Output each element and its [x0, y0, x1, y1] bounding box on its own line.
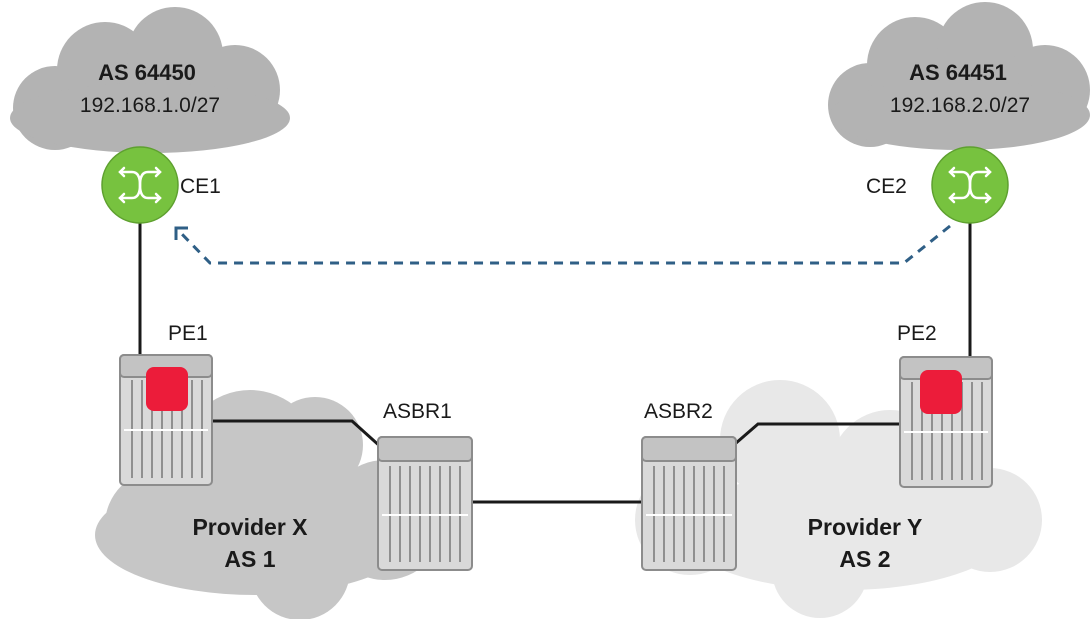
asbr2-label: ASBR2 — [644, 400, 713, 423]
site-left-label: AS 64450 192.168.1.0/27 — [80, 60, 220, 117]
site-cloud-left — [10, 7, 290, 153]
site-left-prefix: 192.168.1.0/27 — [80, 94, 220, 117]
site-right-label: AS 64451 192.168.2.0/27 — [890, 60, 1030, 117]
router-icon — [119, 354, 213, 486]
pe1-label: PE1 — [168, 322, 208, 345]
pe2-label: PE2 — [897, 322, 937, 345]
switch-icon — [101, 146, 179, 224]
site-cloud-right — [828, 2, 1090, 150]
provider-y-label: Provider Y AS 2 — [808, 514, 923, 572]
asbr1-router — [377, 436, 473, 571]
router-icon — [641, 436, 737, 571]
link-pe1-asbr1 — [212, 419, 384, 450]
router-icon — [377, 436, 473, 571]
provider-x-name: Provider X — [192, 514, 308, 540]
provider-x-label: Provider X AS 1 — [192, 514, 308, 572]
provider-y-as: AS 2 — [839, 546, 890, 572]
asbr1-label: ASBR1 — [383, 400, 452, 423]
site-right-prefix: 192.168.2.0/27 — [890, 94, 1030, 117]
site-right-as: AS 64451 — [909, 60, 1007, 85]
switch-icon — [931, 146, 1009, 224]
asbr2-router — [641, 436, 737, 571]
provider-y-name: Provider Y — [808, 514, 923, 540]
link-asbr2-pe2 — [727, 422, 900, 452]
route-advertisement-arrow — [174, 224, 951, 265]
ce1-label: CE1 — [180, 175, 221, 198]
pe2-router — [899, 356, 993, 488]
ce2-switch — [931, 146, 1009, 224]
router-icon — [899, 356, 993, 488]
ce2-label: CE2 — [866, 175, 907, 198]
site-left-as: AS 64450 — [98, 60, 196, 85]
ce1-switch — [101, 146, 179, 224]
pe1-router — [119, 354, 213, 486]
provider-x-as: AS 1 — [224, 546, 275, 572]
